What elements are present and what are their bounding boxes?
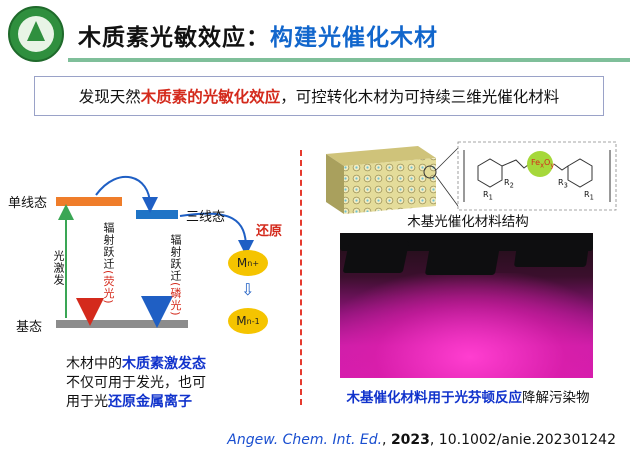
citation-doi: , 10.1002/anie.202301242	[429, 432, 616, 448]
title-accent: 构建光催化木材	[270, 25, 438, 51]
fluor-paren: (荧光)	[102, 270, 115, 305]
photo-caption: 木基催化材料用于光芬顿反应降解污染物	[318, 386, 618, 406]
photo-dark-block-3	[513, 237, 591, 267]
phos-paren: (磷光)	[169, 282, 182, 317]
wood-block-top	[326, 146, 436, 166]
zoom-line	[435, 147, 459, 171]
citation: Angew. Chem. Int. Ed., 2023, 10.1002/ani…	[227, 432, 616, 448]
phos-label: 辐射跃迁(磷光)	[167, 234, 183, 317]
r4-base: R	[584, 190, 590, 199]
photo-dark-block-1	[342, 241, 410, 273]
note-line-1: 木材中的木质素激发态	[66, 355, 276, 374]
wood-structure-scheme: FexOy R1 R2 R3 R1	[318, 140, 618, 218]
scheme-caption: 木基光催化材料结构	[407, 214, 529, 230]
note-line-3: 用于光还原金属离子	[66, 393, 276, 412]
triplet-label: 三线态	[186, 210, 226, 225]
banner-highlight: 木质素的光敏化效应	[140, 88, 281, 106]
linkage-path-right	[553, 163, 569, 171]
wood-scheme-svg	[326, 141, 617, 214]
photo-caption-bold: 木基催化材料用于光芬顿反应	[346, 390, 523, 406]
r2-sub: 2	[509, 181, 514, 190]
feox-x: x	[540, 161, 545, 170]
excitation-label: 光激发	[52, 250, 65, 286]
note-l3b: 还原金属离子	[108, 394, 192, 410]
citation-year: 2023	[390, 432, 430, 448]
metal-reduced-sup: n-1	[246, 316, 260, 326]
section-divider	[300, 150, 302, 405]
feox-y: y	[550, 161, 555, 170]
note-l1b: 木质素激发态	[122, 356, 206, 372]
aromatic-ring-right	[567, 158, 593, 188]
photo-glow	[340, 273, 593, 378]
phos-text: 辐射跃迁	[169, 234, 182, 282]
photo-dark-block-2	[424, 239, 502, 275]
feox-particle	[527, 151, 553, 177]
reduction-label: 还原	[256, 224, 283, 239]
fluor-label: 辐射跃迁(荧光)	[100, 222, 116, 305]
isc-arrow	[95, 176, 158, 213]
r1-base: R	[483, 190, 489, 199]
reduction-arrow	[179, 212, 254, 256]
note-l1a: 木材中的	[66, 356, 122, 372]
note-l3a: 用于光	[66, 394, 108, 410]
feox-o: O	[544, 158, 551, 167]
feox-fe: Fe	[531, 158, 541, 167]
r4-label: R1	[584, 190, 594, 202]
down-arrow-icon: ⇩	[241, 280, 255, 299]
tree-icon	[27, 21, 45, 41]
zoom-circle	[423, 165, 437, 179]
metal-reduced-base: M	[236, 314, 247, 328]
ground-level	[56, 320, 188, 328]
banner-part2: ，可控转化木材为可持续三维光催化材料	[280, 88, 560, 106]
wood-block-side	[326, 154, 344, 214]
r2-base: R	[504, 178, 510, 187]
wood-block-front	[344, 158, 436, 214]
university-seal-icon	[8, 6, 64, 62]
r1-sub: 1	[488, 193, 493, 202]
fluor-text: 辐射跃迁	[102, 222, 115, 270]
banner-part1: 发现天然	[78, 88, 141, 106]
feox-label: FexOy	[531, 158, 554, 170]
r4-sub: 1	[589, 193, 594, 202]
photo-fenton-reaction	[340, 233, 593, 378]
title-underline	[68, 58, 630, 62]
title-main: 木质素光敏效应：	[78, 25, 270, 51]
citation-journal: Angew. Chem. Int. Ed.	[227, 432, 383, 448]
singlet-label: 单线态	[8, 196, 48, 211]
r3-label: R3	[558, 178, 568, 190]
note-line-2: 不仅可用于发光，也可	[66, 375, 206, 391]
energy-diagram-svg	[56, 176, 254, 328]
summary-banner: 发现天然木质素的光敏化效应，可控转化木材为可持续三维光催化材料	[34, 76, 604, 116]
metal-ion-sup: n+	[247, 258, 260, 268]
r3-sub: 3	[563, 181, 568, 190]
r2-label: R2	[504, 178, 514, 190]
r1-label: R1	[483, 190, 493, 202]
ground-label: 基态	[16, 320, 43, 335]
aromatic-ring-left	[477, 158, 503, 188]
zoom-line-lower	[435, 175, 459, 207]
r3-base: R	[558, 178, 564, 187]
triplet-level	[136, 210, 178, 219]
metal-ion-base: M	[236, 256, 248, 270]
slide-title: 木质素光敏效应：构建光催化木材	[78, 18, 438, 52]
lignin-note: 木材中的木质素激发态 不仅可用于发光，也可 用于光还原金属离子	[66, 355, 276, 412]
singlet-level	[56, 197, 122, 206]
photo-caption-rest: 降解污染物	[522, 390, 590, 406]
